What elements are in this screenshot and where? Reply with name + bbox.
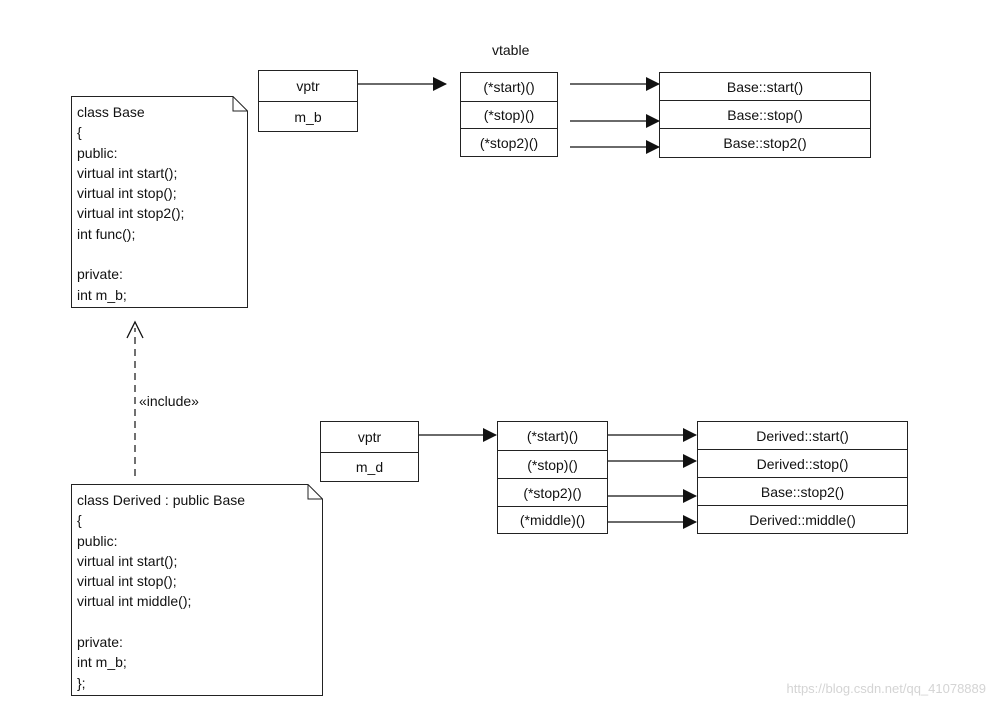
derived-code-line: virtual int stop(); xyxy=(77,573,177,590)
derived-code-line: class Derived : public Base xyxy=(77,492,246,508)
derived-func-stop2: Base::stop2() xyxy=(697,477,908,506)
base-vtable-stop: (*stop)() xyxy=(460,101,558,129)
derived-code-line: int m_b; xyxy=(77,654,127,671)
base-vtable-stop2: (*stop2)() xyxy=(460,128,558,157)
derived-code-line: }; xyxy=(77,674,86,691)
derived-func-start: Derived::start() xyxy=(697,421,908,450)
derived-vtable-stop2: (*stop2)() xyxy=(497,478,608,507)
derived-code-line: public: xyxy=(77,532,118,549)
derived-code-line: private: xyxy=(77,634,123,651)
base-object-vptr: vptr xyxy=(258,70,358,102)
derived-class-code: class Derived : public Base { public: virtu… xyxy=(77,490,245,693)
vtable-title: vtable xyxy=(492,42,530,58)
derived-code-line: virtual int middle(); xyxy=(77,593,192,610)
dependency-label: «include» xyxy=(139,393,199,409)
derived-code-line xyxy=(77,612,245,632)
base-code-line: virtual int start(); xyxy=(77,164,178,181)
base-func-start: Base::start() xyxy=(659,72,871,101)
base-code-line: int m_b; xyxy=(77,286,127,303)
base-code-line: class Base xyxy=(77,104,145,120)
base-class-code: class Base { public: virtual int start(); vi… xyxy=(77,102,184,305)
derived-object-vptr: vptr xyxy=(320,421,419,453)
base-func-stop2: Base::stop2() xyxy=(659,128,871,158)
base-class-note: class Base { public: virtual int start(); vi… xyxy=(71,96,248,308)
base-code-line: public: xyxy=(77,144,118,161)
derived-vtable-start: (*start)() xyxy=(497,421,608,451)
derived-vtable-stop: (*stop)() xyxy=(497,450,608,479)
note-outline xyxy=(71,96,248,308)
base-code-line: { xyxy=(77,124,82,141)
base-code-line: virtual int stop(); xyxy=(77,185,177,202)
dependency-arrowhead xyxy=(126,320,144,339)
base-code-line: virtual int stop2(); xyxy=(77,205,185,222)
base-code-line: private: xyxy=(77,266,123,283)
base-object-mb: m_b xyxy=(258,101,358,132)
watermark: https://blog.csdn.net/qq_41078889 xyxy=(786,681,987,696)
derived-func-middle: Derived::middle() xyxy=(697,505,908,534)
derived-code-line: virtual int start(); xyxy=(77,552,178,569)
base-vtable-start: (*start)() xyxy=(460,72,558,102)
base-func-stop: Base::stop() xyxy=(659,100,871,129)
base-code-line: int func(); xyxy=(77,225,136,242)
note-outline xyxy=(71,484,323,696)
base-code-line xyxy=(77,244,184,264)
derived-code-line: { xyxy=(77,512,82,529)
derived-object-md: m_d xyxy=(320,452,419,482)
derived-class-note: class Derived : public Base { public: virtu… xyxy=(71,484,323,696)
derived-vtable-middle: (*middle)() xyxy=(497,506,608,534)
derived-func-stop: Derived::stop() xyxy=(697,449,908,478)
